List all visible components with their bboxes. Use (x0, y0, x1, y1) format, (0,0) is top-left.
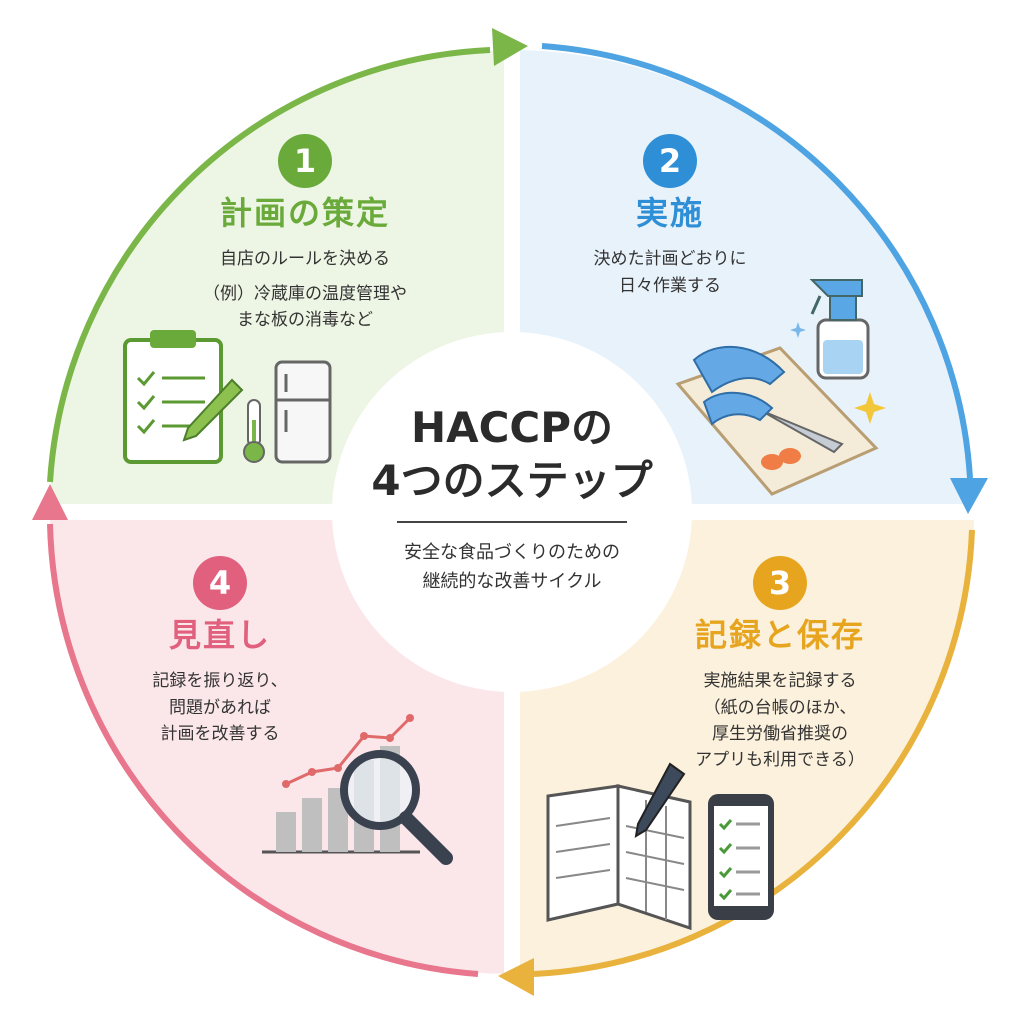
center-subtitle-line-2: 継続的な改善サイクル (422, 570, 602, 592)
center-divider (397, 521, 627, 523)
step-2-line: 決めた計画どおりに (593, 249, 747, 270)
step-3-title: 記録と保存 (694, 616, 865, 654)
arrow-blue (541, 43, 973, 479)
step-1-description: 自店のルールを決める （例）冷蔵庫の温度管理や まな板の消毒など (140, 246, 470, 333)
center-subtitle-line-1: 安全な食品づくりのための (404, 542, 620, 563)
refrigerator-icon (274, 360, 332, 464)
center-title-line-2: 4つのステップ (371, 455, 653, 505)
step-2-number-badge: 2 (643, 134, 697, 188)
ledger-book-icon (546, 784, 692, 931)
step-3-section: 3 記録と保存 実施結果を記録する （紙の台帳のほか、 厚生労働省推奨の アプリ… (630, 556, 930, 774)
center-label: HACCPの 4つのステップ 安全な食品づくりのための 継続的な改善サイクル (362, 402, 662, 597)
step-2-description: 決めた計画どおりに 日々作業する (520, 246, 820, 299)
sparkle-icon (790, 322, 886, 424)
step-3-line: アプリも利用できる） (695, 750, 865, 771)
step-4-number-badge: 4 (193, 556, 247, 610)
pen-icon (634, 762, 686, 838)
step-1-line: 自店のルールを決める (220, 249, 390, 270)
magnifier-icon (340, 750, 453, 865)
step-3-description: 実施結果を記録する （紙の台帳のほか、 厚生労働省推奨の アプリも利用できる） (630, 668, 930, 773)
step-1-title: 計画の策定 (219, 194, 390, 232)
center-circle (332, 332, 692, 692)
step-1-number-badge: 1 (278, 134, 332, 188)
step-4-title: 見直し (168, 616, 271, 654)
step-3-number-badge: 3 (753, 556, 807, 610)
step-1-line: （例）冷蔵庫の温度管理や (203, 283, 407, 304)
spray-bottle-icon (809, 279, 870, 380)
thermometer-icon (243, 399, 265, 463)
step-4-line: 問題があれば (169, 697, 271, 718)
step-4-line: 計画を改善する (160, 724, 280, 745)
clipboard-checklist-icon (123, 330, 223, 464)
step-2-section: 2 実施 決めた計画どおりに 日々作業する (520, 134, 820, 299)
cutting-board-knife-icon (675, 345, 879, 496)
pencil-icon (182, 378, 244, 442)
step-1-line: まな板の消毒など (237, 310, 373, 331)
step-3-line: （紙の台帳のほか、 (703, 697, 857, 718)
smartphone-checklist-icon (708, 794, 774, 920)
center-title-line-1: HACCPの (410, 403, 614, 452)
step-1-section: 1 計画の策定 自店のルールを決める （例）冷蔵庫の温度管理や まな板の消毒など (140, 134, 470, 333)
arrow-pink (47, 523, 479, 977)
step-4-description: 記録を振り返り、 問題があれば 計画を改善する (90, 668, 350, 747)
step-3-line: 厚生労働省推奨の (712, 724, 848, 745)
step-2-line: 日々作業する (619, 275, 721, 296)
step-3-line: 実施結果を記録する (703, 671, 857, 692)
step-4-line: 記録を振り返り、 (152, 671, 288, 692)
step-4-section: 4 見直し 記録を振り返り、 問題があれば 計画を改善する (90, 556, 350, 747)
arrow-yellow (533, 529, 975, 977)
step-2-title: 実施 (635, 194, 704, 232)
arrow-green (47, 47, 491, 483)
